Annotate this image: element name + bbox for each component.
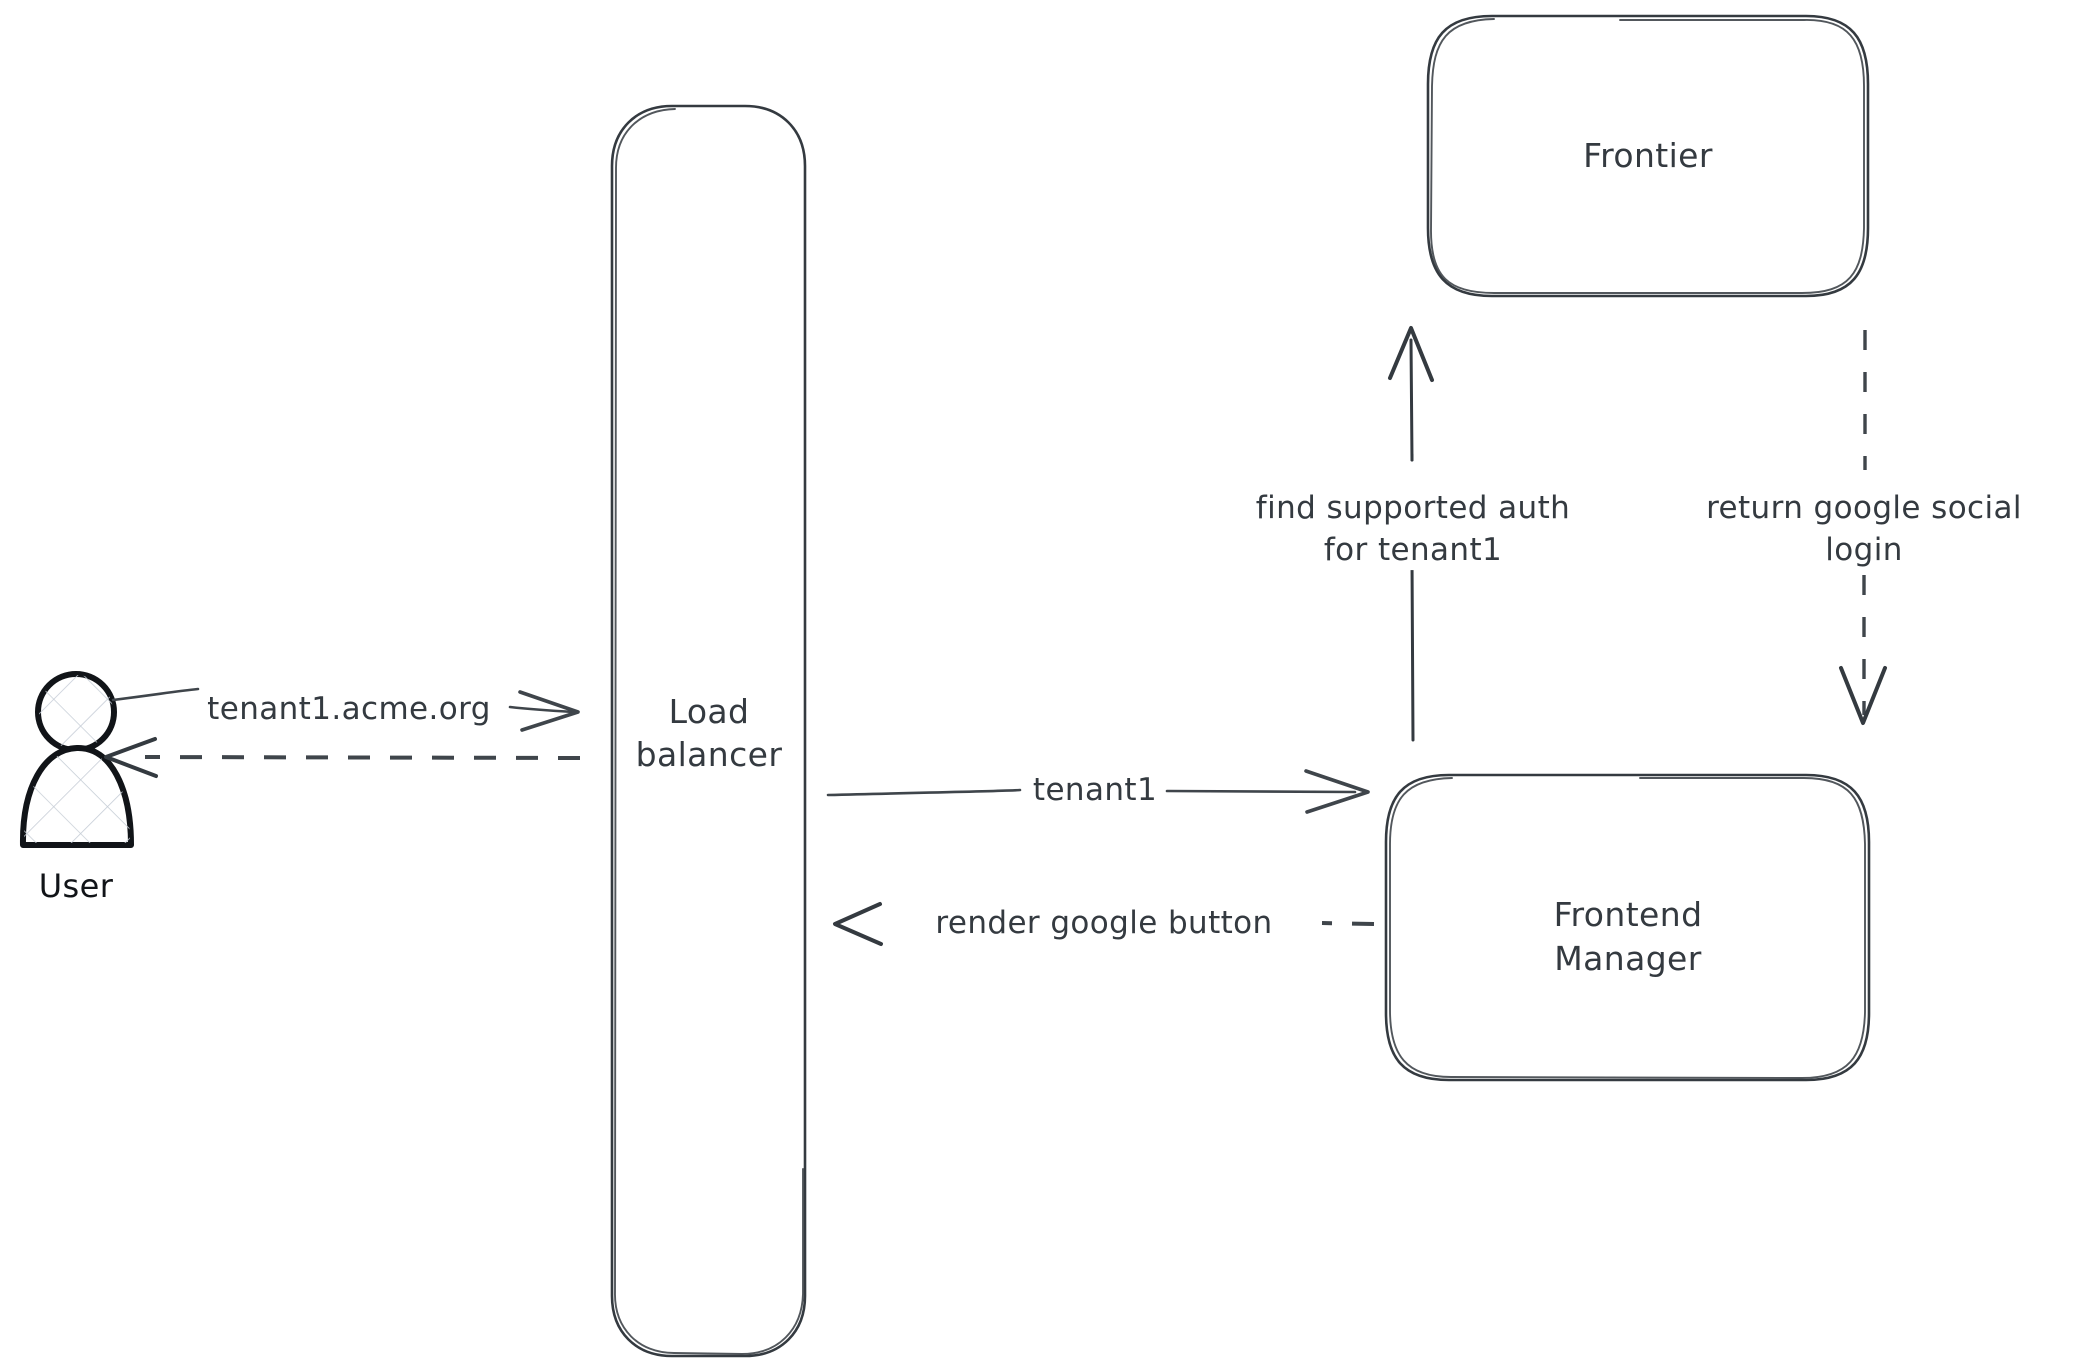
edge-fm-to-lb (833, 902, 1375, 946)
edge-frontier-to-fm (1839, 330, 1887, 725)
load-balancer-shape-sketch (614, 108, 804, 1355)
edge-fm-to-frontier-line-upper (1409, 338, 1414, 462)
frontier-shape (1426, 14, 1870, 298)
node-frontend-manager[interactable] (1384, 773, 1871, 1082)
edge-user-to-lb-segment-right (508, 705, 577, 714)
edge-lb-to-user-line (144, 755, 581, 760)
edge-fm-to-frontier (1388, 326, 1434, 742)
edge-user-to-lb-segment-left (111, 687, 200, 702)
edge-lb-to-user-arrowhead (104, 737, 158, 778)
edge-lb-to-fm-arrowhead (1304, 769, 1370, 814)
node-load-balancer[interactable] (610, 104, 807, 1358)
edge-lb-to-user (104, 737, 581, 778)
edge-fm-to-lb-arrowhead (833, 902, 883, 946)
edge-lb-to-fm (826, 769, 1370, 814)
edge-lb-to-fm-segment-left (826, 788, 1022, 797)
edge-fm-to-lb-line (1321, 921, 1375, 926)
load-balancer-shape (610, 104, 807, 1358)
edge-lb-to-fm-segment-right (1165, 789, 1357, 794)
edge-user-to-lb (111, 687, 580, 732)
node-user[interactable] (19, 671, 134, 848)
frontend-manager-shape (1384, 773, 1871, 1082)
person-head-hatch (39, 675, 113, 749)
person-body-hatch (23, 749, 131, 843)
frontier-shape-sketch (1430, 18, 1865, 294)
edge-fm-to-frontier-line-lower (1410, 558, 1415, 742)
frontend-manager-shape-sketch (1389, 777, 1866, 1079)
edge-user-to-lb-arrowhead (518, 690, 580, 732)
node-frontier[interactable] (1426, 14, 1870, 298)
edge-frontier-to-fm-arrowhead (1839, 666, 1887, 725)
edge-fm-to-frontier-arrowhead (1388, 326, 1434, 382)
